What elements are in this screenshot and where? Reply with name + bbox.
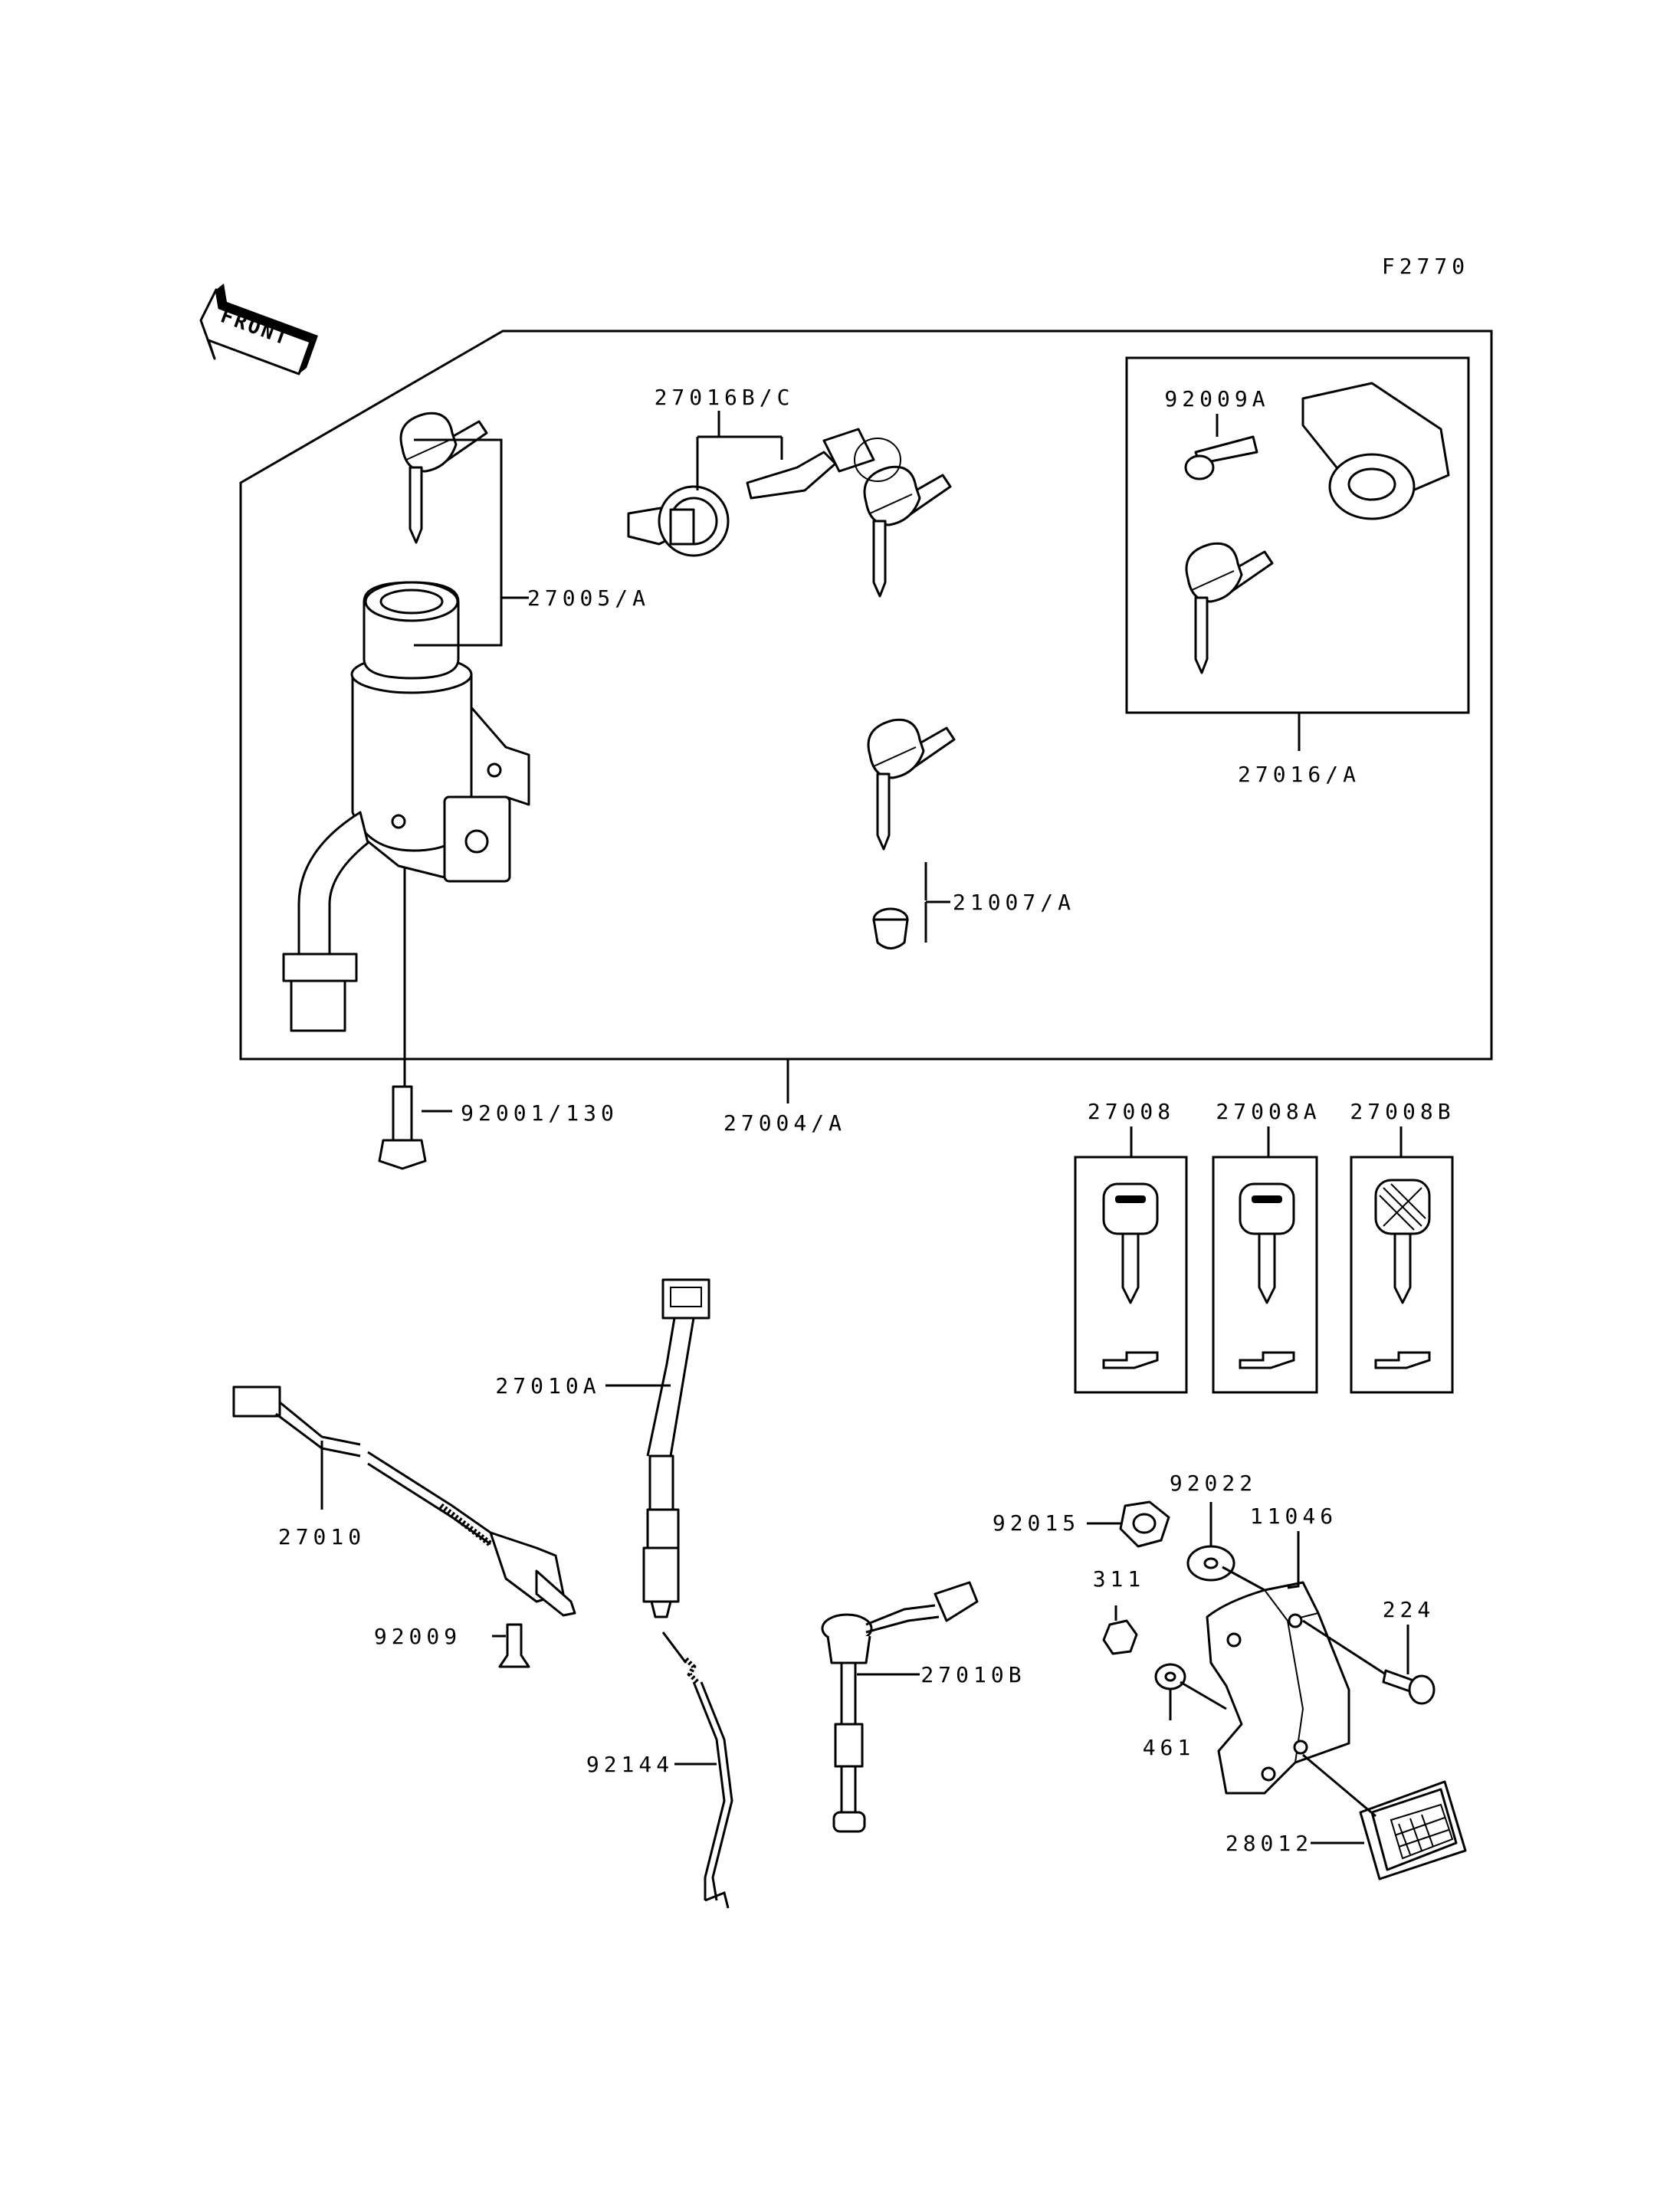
leader-lines: [320, 411, 1409, 1844]
nut-311: [1102, 1619, 1138, 1655]
label-92001-130: 92001/130: [461, 1100, 619, 1126]
lock-27016BC: [627, 485, 730, 557]
bracket-11046: [1206, 1581, 1350, 1795]
label-27008A: 27008A: [1216, 1099, 1321, 1124]
label-27010: 27010: [278, 1524, 366, 1549]
key-21007A: [867, 718, 956, 851]
kit-frame-27016A: [1125, 356, 1470, 714]
key-card-27008B: [1350, 1156, 1454, 1394]
label-27016BC: 27016B/C: [655, 385, 795, 410]
key-27005: [399, 412, 488, 544]
nut-92015: [1119, 1500, 1170, 1548]
label-28012: 28012: [1226, 1831, 1313, 1856]
label-92144: 92144: [586, 1752, 674, 1777]
label-92009A: 92009A: [1164, 386, 1269, 412]
washer-92022: [1186, 1545, 1235, 1582]
switch-27010B: [821, 1581, 979, 1833]
screw-92009A: [1184, 435, 1258, 480]
switch-27010: [232, 1385, 576, 1617]
label-92009: 92009: [374, 1624, 461, 1649]
label-224: 224: [1383, 1597, 1436, 1622]
seat-lock: [1301, 382, 1450, 520]
label-11046: 11046: [1250, 1503, 1337, 1529]
ignition-switch: [282, 581, 530, 1032]
switch-27010A: [642, 1278, 710, 1618]
label-27004A: 27004/A: [724, 1110, 846, 1136]
bolt-224: [1382, 1669, 1436, 1705]
label-311: 311: [1093, 1566, 1146, 1592]
cap-21007A: [872, 907, 909, 949]
key-card-27008A: [1212, 1156, 1318, 1394]
bolt-92001-130: [378, 1085, 427, 1170]
label-27010A: 27010A: [495, 1373, 600, 1399]
washer-461: [1154, 1663, 1186, 1690]
label-461: 461: [1143, 1735, 1196, 1760]
key-27016BC-a: [746, 428, 875, 500]
reflector-28012: [1359, 1780, 1467, 1881]
key-card-27008: [1074, 1156, 1188, 1394]
label-92022: 92022: [1170, 1471, 1257, 1496]
key-27016BC-b: [863, 465, 952, 598]
label-92015: 92015: [993, 1510, 1080, 1536]
spring-92144: [661, 1631, 733, 1909]
label-27005A: 27005/A: [527, 585, 650, 611]
label-27010B: 27010B: [920, 1662, 1025, 1687]
figure-code: F2770: [1382, 254, 1469, 279]
screw-92009: [498, 1623, 530, 1668]
label-27008: 27008: [1088, 1099, 1175, 1124]
label-27008B: 27008B: [1350, 1099, 1455, 1124]
key-27016A: [1185, 542, 1274, 674]
label-27016A: 27016/A: [1238, 762, 1360, 787]
kit-frame-27004A: [239, 330, 1493, 1061]
label-21007A: 21007/A: [953, 890, 1075, 915]
front-arrow-icon: FRONT: [199, 284, 318, 375]
